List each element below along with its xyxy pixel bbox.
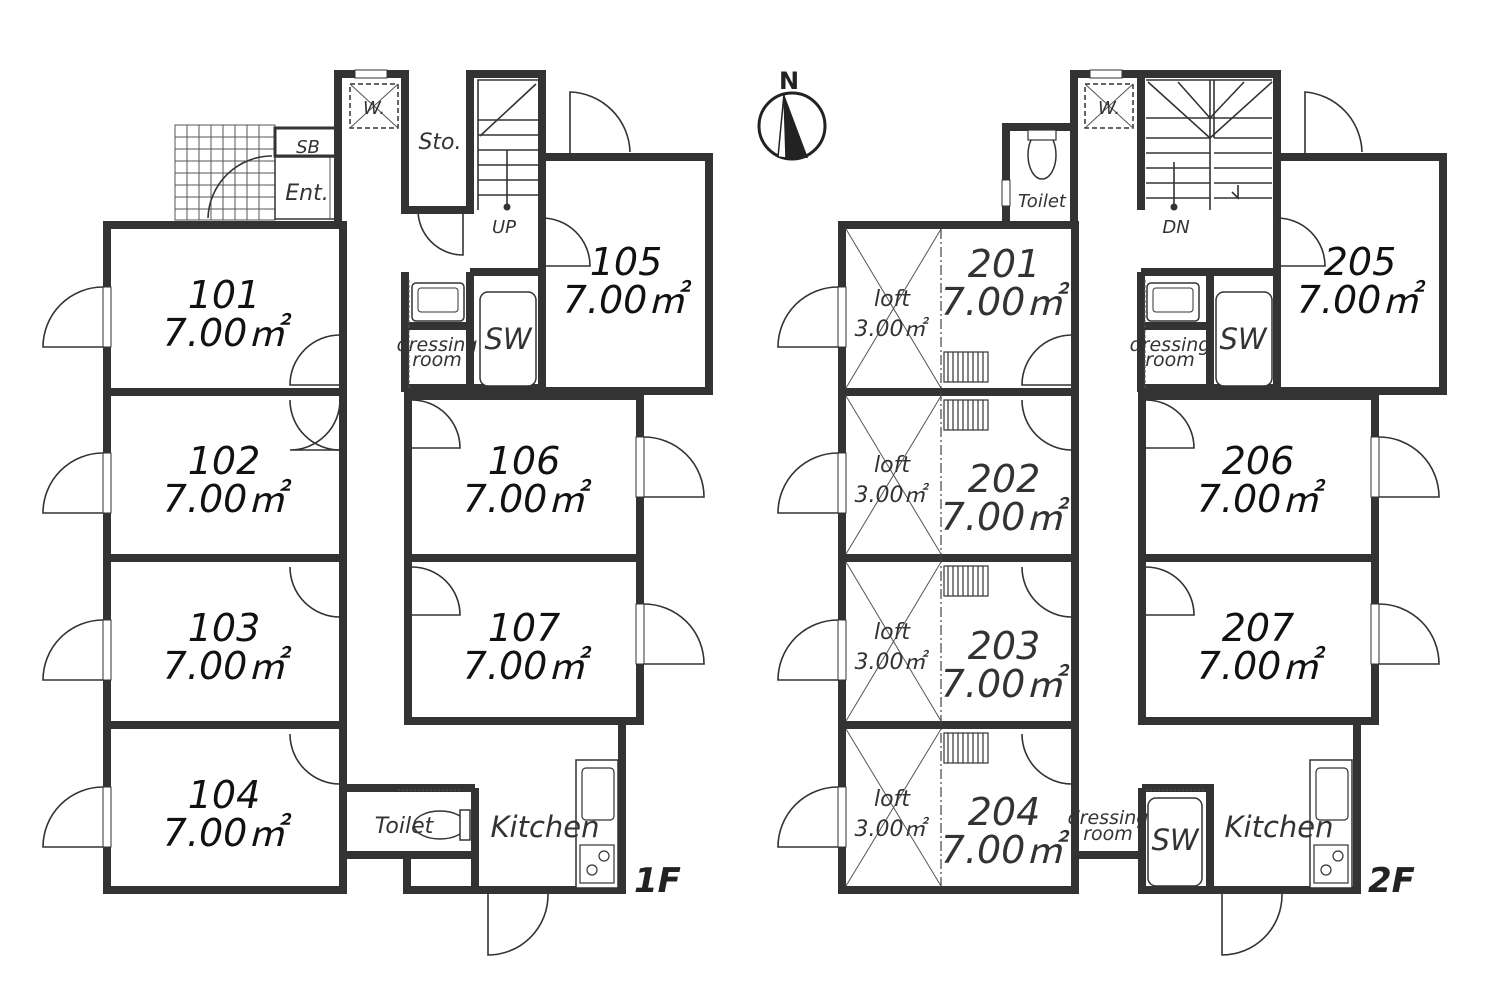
room-106-number: 106 xyxy=(488,439,561,483)
dressing-1f-label-1: dressing xyxy=(397,334,478,356)
room-101-number: 101 xyxy=(188,273,261,317)
toilet-1f xyxy=(398,789,471,841)
washer-1f-label: W. xyxy=(363,98,385,119)
room-103-number: 103 xyxy=(188,606,261,650)
shoe-box-label: SB xyxy=(296,137,320,158)
room-201-number: 201 xyxy=(968,242,1041,286)
loft-203-label: loft xyxy=(874,620,911,645)
compass: N xyxy=(757,67,827,161)
room-202-area: 7.00㎡ xyxy=(941,495,1071,539)
dressing-2f-label-2: room xyxy=(1145,349,1195,371)
stairs-1f xyxy=(477,79,538,211)
dressing-2f-label-1: dressing xyxy=(1130,334,1211,356)
loft-204-label: loft xyxy=(874,787,911,812)
kitchen-1f-label: Kitchen xyxy=(491,810,600,844)
toilet-2f-label: Toilet xyxy=(1018,191,1067,212)
room-206-number: 206 xyxy=(1222,439,1295,483)
shower-2f xyxy=(1215,291,1273,387)
floor-1-plan xyxy=(42,69,713,956)
room-104-number: 104 xyxy=(188,773,261,817)
loft-201-label: loft xyxy=(874,287,911,312)
dressing-b-2f-label-2: room xyxy=(1083,823,1133,845)
room-107-area: 7.00㎡ xyxy=(463,644,593,688)
room-204-area: 7.00㎡ xyxy=(941,828,1071,872)
room-204-number: 204 xyxy=(968,790,1041,834)
room-207-area: 7.00㎡ xyxy=(1197,644,1327,688)
corridor-doors-left-1f xyxy=(289,334,341,785)
washer-2f xyxy=(1084,83,1134,129)
room-203-area: 7.00㎡ xyxy=(941,662,1071,706)
compass-north-label: N xyxy=(779,67,799,95)
floor-2-label: 2F xyxy=(1368,861,1415,901)
loft-203-area: 3.00㎡ xyxy=(855,649,930,675)
stairs-1f-label: UP xyxy=(492,217,516,238)
room-101-area: 7.00㎡ xyxy=(163,311,293,355)
dressing-room-1f xyxy=(408,280,465,388)
room-205-number: 205 xyxy=(1324,240,1397,284)
entrance-tiles xyxy=(174,124,341,221)
shower-2f-label: SW xyxy=(1219,322,1267,356)
kitchen-2f-label: Kitchen xyxy=(1225,810,1334,844)
toilet-2f xyxy=(1001,129,1057,207)
room-102-number: 102 xyxy=(188,439,261,483)
dressing-b-2f-label-1: dressing xyxy=(1068,807,1149,829)
floor-2-plan xyxy=(777,69,1447,956)
toilet-1f-label: Toilet xyxy=(375,814,435,839)
room-103-area: 7.00㎡ xyxy=(163,644,293,688)
kitchen-appliances-1f xyxy=(575,759,619,889)
room-207-number: 207 xyxy=(1222,606,1295,650)
room-104-area: 7.00㎡ xyxy=(163,811,293,855)
dressing-1f-label-2: room xyxy=(412,349,462,371)
right-doors-1f xyxy=(411,399,705,665)
left-doors-1f xyxy=(42,286,112,848)
lofts-2f xyxy=(845,228,989,888)
loft-204-area: 3.00㎡ xyxy=(855,816,930,842)
shower-b-2f-label: SW xyxy=(1151,823,1199,857)
room-203-number: 203 xyxy=(968,624,1041,668)
room-105-number: 105 xyxy=(590,240,663,284)
loft-202-label: loft xyxy=(874,453,911,478)
room-105-area: 7.00㎡ xyxy=(563,278,693,322)
stairs-2f-label: DN xyxy=(1162,217,1189,238)
right-doors-2f xyxy=(1145,399,1440,665)
shower-1f xyxy=(479,291,537,387)
dressing-room-2f xyxy=(1144,280,1200,388)
shower-1f-label: SW xyxy=(484,322,532,356)
washer-2f-label: W. xyxy=(1098,98,1120,119)
room-206-area: 7.00㎡ xyxy=(1197,477,1327,521)
left-doors-2f xyxy=(777,286,1073,848)
floor-1-label: 1F xyxy=(634,861,681,901)
room-107-number: 107 xyxy=(488,606,561,650)
room-106-area: 7.00㎡ xyxy=(463,477,593,521)
room-202-number: 202 xyxy=(968,457,1041,501)
stairs-2f xyxy=(1146,79,1273,211)
room-205-area: 7.00㎡ xyxy=(1297,278,1427,322)
room-201-area: 7.00㎡ xyxy=(941,280,1071,324)
loft-201-area: 3.00㎡ xyxy=(855,316,930,342)
entrance-label: Ent. xyxy=(285,181,328,206)
bottom-shower-2f xyxy=(1146,789,1205,887)
loft-202-area: 3.00㎡ xyxy=(855,482,930,508)
room-102-area: 7.00㎡ xyxy=(163,477,293,521)
storage-1f-label: Sto. xyxy=(418,130,461,155)
washer-1f xyxy=(349,83,399,129)
kitchen-appliances-2f xyxy=(1309,759,1353,889)
